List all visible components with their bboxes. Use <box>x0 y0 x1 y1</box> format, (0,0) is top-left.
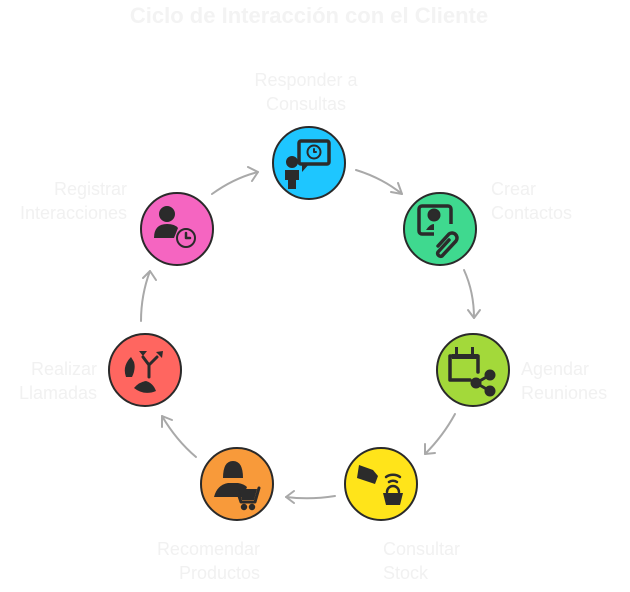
step-node-registrar[interactable] <box>140 192 214 266</box>
step-label-line: Agendar <box>521 359 590 379</box>
step-label-line: Reuniones <box>521 383 608 403</box>
step-label-responder: Responder a Consultas <box>236 68 376 116</box>
phone-outgoing-icon <box>124 351 163 393</box>
step-label-registrar: Registrar Interacciones <box>0 177 127 225</box>
arrow-recomendar-to-realizar <box>161 415 197 458</box>
person-presentation-clock-icon <box>285 139 331 189</box>
step-label-consultar: Consultar Stock <box>383 537 503 585</box>
step-label-line: Stock <box>383 563 429 583</box>
user-clock-icon <box>154 206 196 248</box>
step-node-agendar[interactable] <box>436 333 510 407</box>
arrow-agendar-to-consultar <box>424 413 456 455</box>
arrow-responder-to-crear <box>355 169 403 195</box>
step-node-crear[interactable] <box>403 192 477 266</box>
step-label-line: Recomendar <box>156 539 260 559</box>
contact-card-paperclip-icon <box>417 204 459 259</box>
arrow-registrar-to-responder <box>211 166 259 195</box>
step-label-line: Contactos <box>491 203 573 223</box>
arrow-realizar-to-registrar <box>140 270 157 322</box>
step-node-consultar[interactable] <box>344 447 418 521</box>
step-label-line: Crear <box>491 179 537 199</box>
step-label-recomendar: Recomendar Productos <box>120 537 260 585</box>
step-label-crear: Crear Contactos <box>491 177 621 225</box>
step-label-line: Realizar <box>30 359 97 379</box>
step-label-line: Productos <box>178 563 260 583</box>
step-label-agendar: Agendar Reuniones <box>521 357 630 405</box>
step-label-line: Responder a <box>254 70 358 90</box>
scanner-basket-icon <box>357 465 403 505</box>
step-label-realizar: Realizar Llamadas <box>0 357 97 405</box>
person-cart-icon <box>214 461 261 511</box>
step-label-line: Consultas <box>265 94 347 114</box>
step-label-line: Consultar <box>383 539 461 559</box>
arrow-consultar-to-recomendar <box>285 490 336 504</box>
step-node-responder[interactable] <box>272 126 346 200</box>
step-node-recomendar[interactable] <box>200 447 274 521</box>
step-label-line: Interacciones <box>19 203 127 223</box>
step-label-line: Llamadas <box>18 383 97 403</box>
arrow-crear-to-agendar <box>463 269 481 319</box>
step-node-realizar[interactable] <box>108 333 182 407</box>
step-label-line: Registrar <box>53 179 127 199</box>
calendar-share-icon <box>448 347 496 397</box>
diagram-title: Ciclo de Interacción con el Cliente <box>129 3 489 28</box>
